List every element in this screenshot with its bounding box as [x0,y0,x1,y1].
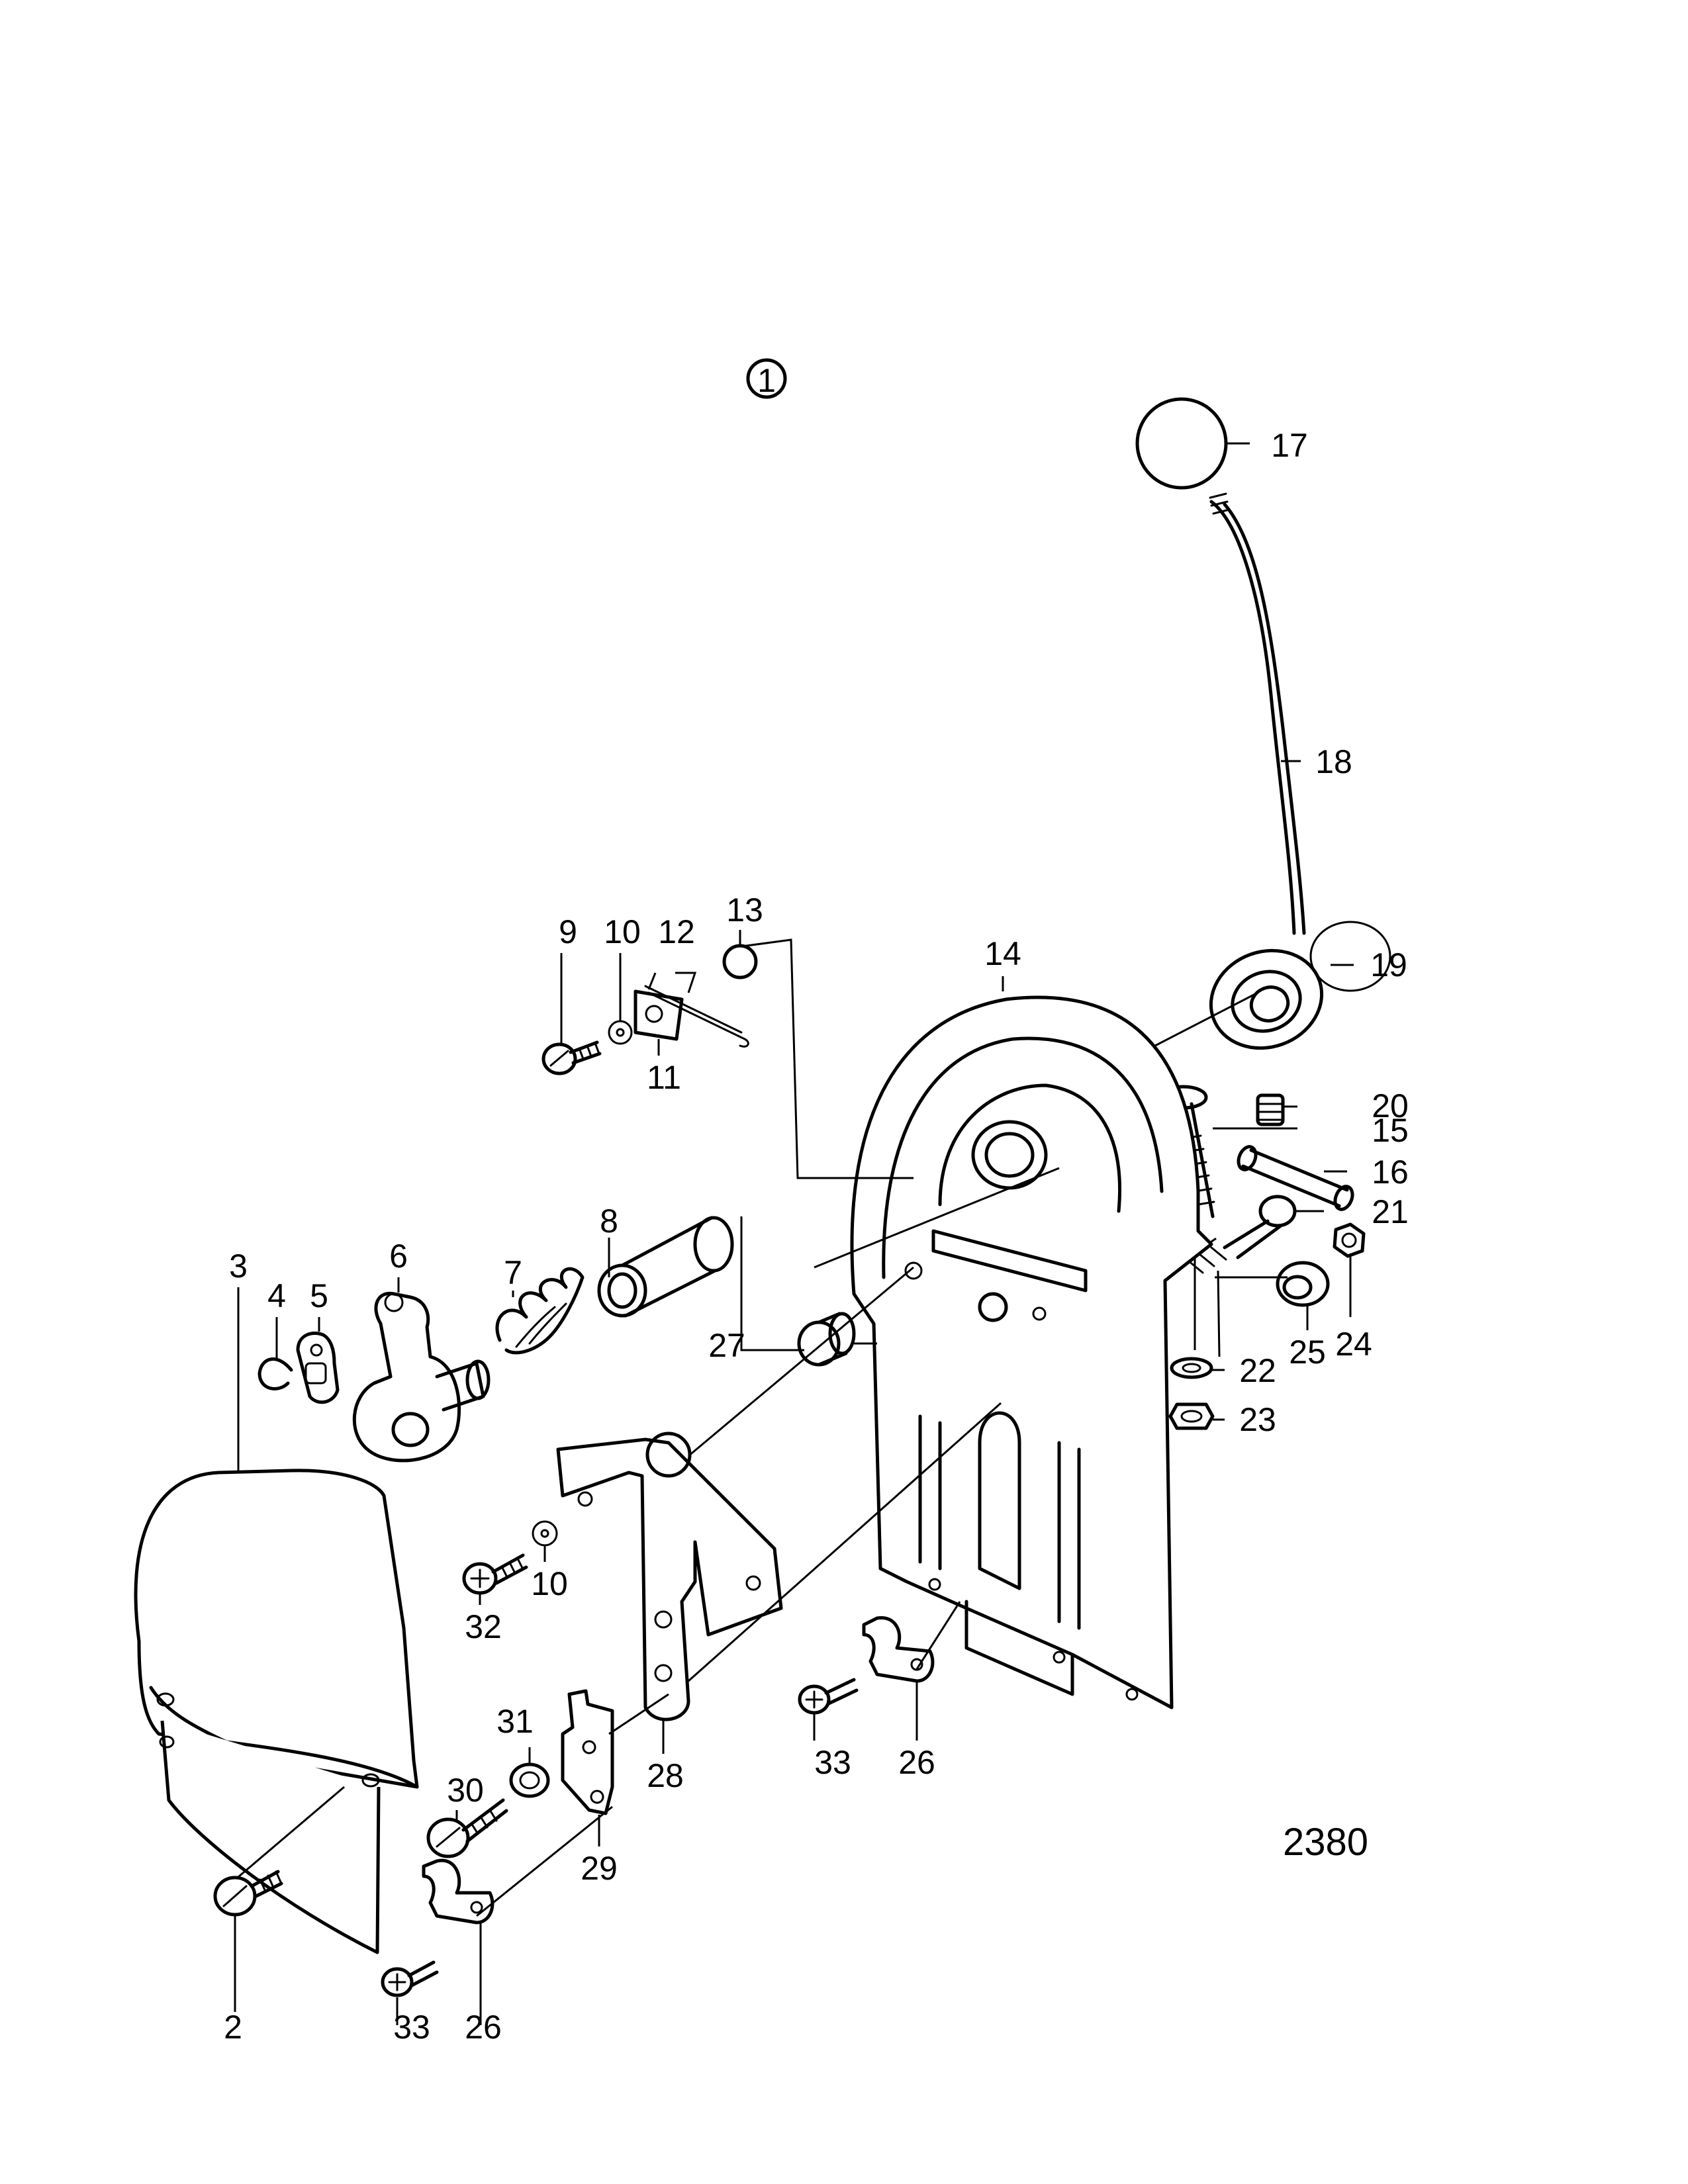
part-label: 31 [496,1703,534,1740]
screw-icon [381,1960,439,1997]
set-screw-icon [1256,1093,1285,1126]
lever-arm-icon [352,1291,491,1463]
spring-icon [495,1267,585,1355]
nut-icon [1168,1402,1215,1430]
part-label: 20 [1372,1087,1409,1124]
plate-icon [633,989,684,1041]
nut-icon [1333,1222,1366,1258]
part-label: 10 [531,1565,568,1602]
screw-icon [541,1040,602,1075]
part-label: 7 [504,1254,522,1291]
figure-callout: 1 [746,358,787,399]
lock-washer-icon [532,1520,558,1547]
part-label: 28 [647,1757,684,1794]
control-lever-icon [1209,492,1324,1050]
part-label: 27 [708,1327,745,1364]
screw-icon [798,1678,859,1715]
part-label: 6 [389,1238,408,1275]
sleeve-icon [597,1216,734,1318]
washer-icon [1170,1357,1213,1379]
link-plate-icon [296,1332,340,1404]
part-label: 33 [393,2009,430,2046]
part-label: 8 [600,1203,618,1240]
part-label: 29 [581,1850,618,1887]
part-label: 16 [1372,1154,1409,1191]
lock-washer-icon [608,1020,633,1045]
housing-icon [850,995,1213,1709]
cable-clamp-icon [862,1616,935,1683]
part-label: 30 [447,1772,484,1809]
part-label: 3 [229,1248,248,1285]
screw-icon [462,1553,528,1595]
knob-icon [1135,397,1228,490]
bracket-icon [556,1432,783,1721]
bracket-icon [561,1689,614,1815]
part-labels: 2 3 4 5 6 7 8 9 10 11 12 13 14 15 16 17 … [224,427,1409,2046]
part-label: 12 [658,913,695,950]
part-label: 21 [1372,1193,1409,1230]
wire-spring-icon [644,985,749,1048]
figure-callout-number: 1 [757,362,776,399]
part-label: 26 [898,1744,935,1781]
part-label: 15 [1372,1112,1409,1149]
cover-icon [134,1469,419,1954]
part-label: 17 [1271,427,1308,464]
part-label: 4 [267,1277,286,1314]
spacer-icon [509,1762,550,1798]
screw-icon [426,1798,508,1858]
cable-clamp-icon [422,1858,494,1925]
bushing-icon [797,1312,856,1367]
part-label: 25 [1289,1334,1326,1371]
part-label: 18 [1315,743,1352,780]
part-label: 23 [1239,1401,1276,1438]
part-label: 2 [224,2009,242,2046]
part-label: 22 [1239,1352,1276,1389]
circlip-icon [258,1357,293,1390]
part-label: 9 [559,913,577,950]
pin-icon [1237,1145,1354,1211]
part-label: 24 [1335,1326,1372,1363]
part-label: 19 [1370,946,1407,983]
leader-lines [234,442,1354,2025]
part-label: 33 [814,1744,851,1781]
part-label: 26 [465,2009,502,2046]
part-label: 11 [647,1059,681,1096]
part-label: 14 [984,935,1021,972]
screw-icon [213,1870,283,1917]
part-label: 5 [310,1277,328,1314]
part-label: 32 [465,1608,502,1645]
part-label: 13 [726,891,763,929]
ball-icon [722,944,758,979]
drawing-number: 2380 [1283,1821,1368,1864]
part-label: 10 [604,913,641,950]
cap-icon [1309,921,1391,992]
bushing-icon [1276,1261,1330,1307]
